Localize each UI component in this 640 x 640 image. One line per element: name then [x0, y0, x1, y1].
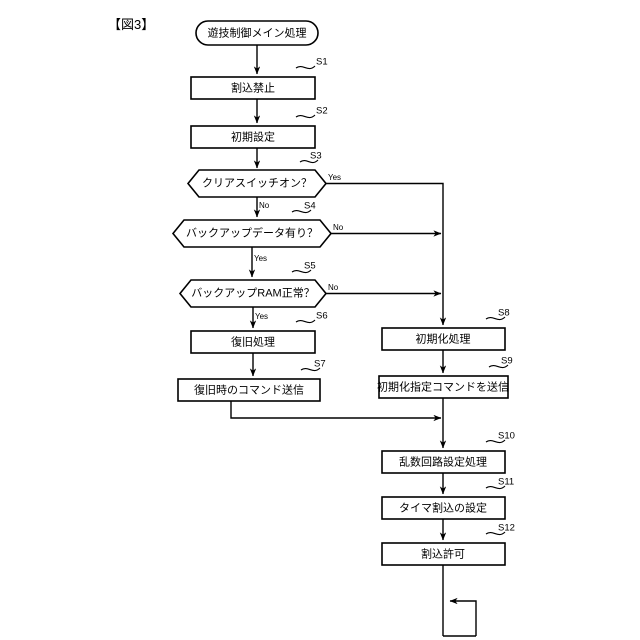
- step-label-s4: S4: [304, 201, 316, 212]
- node-s8: 初期化処理: [381, 327, 506, 351]
- branch-label-s5-no: No: [328, 283, 339, 292]
- step-label-s6: S6: [316, 311, 328, 322]
- step-label-s11: S11: [498, 477, 514, 488]
- leader-s4: [291, 209, 312, 214]
- leader-s7: [300, 367, 321, 372]
- edge-s7-s10: [230, 401, 442, 422]
- leader-s10: [485, 439, 506, 444]
- branch-label-s3-no: No: [259, 201, 270, 210]
- leader-s12: [485, 531, 506, 536]
- node-s10: 乱数回路設定処理: [381, 450, 506, 474]
- node-s6: 復旧処理: [190, 330, 316, 354]
- loop-back-arrow: [449, 597, 477, 636]
- leader-s9: [488, 364, 509, 369]
- step-label-s2: S2: [316, 106, 328, 117]
- node-s10-label: 乱数回路設定処理: [399, 454, 487, 468]
- node-s12: 割込許可: [381, 542, 506, 566]
- figure-label: 【図3】: [108, 17, 155, 32]
- node-s1-label: 割込禁止: [231, 80, 275, 94]
- node-s7-label: 復旧時のコマンド送信: [194, 382, 304, 396]
- node-s2: 初期設定: [190, 125, 316, 149]
- step-label-s9: S9: [501, 356, 513, 367]
- branch-label-s4-no: No: [333, 223, 344, 232]
- leader-s3: [299, 159, 319, 164]
- step-label-s8: S8: [498, 308, 510, 319]
- node-s11: タイマ割込の設定: [381, 496, 506, 520]
- branch-label-s4-yes: Yes: [254, 254, 267, 263]
- step-label-s5: S5: [304, 261, 316, 272]
- leader-s5: [291, 269, 312, 274]
- node-start-label: 遊技制御メイン処理: [208, 25, 307, 39]
- step-label-s1: S1: [316, 57, 328, 68]
- node-s1: 割込禁止: [190, 76, 316, 100]
- node-s3: クリアスイッチオン？: [186, 169, 328, 198]
- step-label-s12: S12: [498, 523, 515, 534]
- node-s3-label: クリアスイッチオン？: [202, 176, 312, 189]
- node-s9: 初期化指定コマンドを送信: [377, 375, 509, 399]
- branch-label-s5-yes: Yes: [255, 312, 268, 321]
- node-s4-label: バックアップデータ有り？: [186, 225, 318, 239]
- node-s8-label: 初期化処理: [416, 331, 471, 345]
- step-label-s7: S7: [314, 359, 326, 370]
- edge-s3-yes: [326, 182, 447, 326]
- leader-s2: [295, 114, 316, 119]
- node-s12-label: 割込許可: [421, 546, 465, 560]
- node-s4: バックアップデータ有り？: [171, 219, 333, 248]
- node-s9-label: 初期化指定コマンドを送信: [377, 379, 509, 393]
- node-s5-label: バックアップRAM正常？: [191, 286, 314, 299]
- node-start: 遊技制御メイン処理: [195, 20, 319, 46]
- node-s5: バックアップRAM正常？: [178, 279, 328, 308]
- leader-s1: [295, 65, 316, 70]
- branch-label-s3-yes: Yes: [328, 173, 341, 182]
- node-s7: 復旧時のコマンド送信: [177, 378, 321, 402]
- node-s6-label: 復旧処理: [231, 335, 275, 348]
- node-s2-label: 初期設定: [231, 129, 275, 143]
- leader-s11: [485, 485, 506, 490]
- step-label-s3: S3: [310, 151, 322, 162]
- step-label-s10: S10: [498, 431, 515, 442]
- node-s11-label: タイマ割込の設定: [399, 500, 487, 514]
- leader-s8: [485, 316, 506, 321]
- leader-s6: [295, 319, 316, 324]
